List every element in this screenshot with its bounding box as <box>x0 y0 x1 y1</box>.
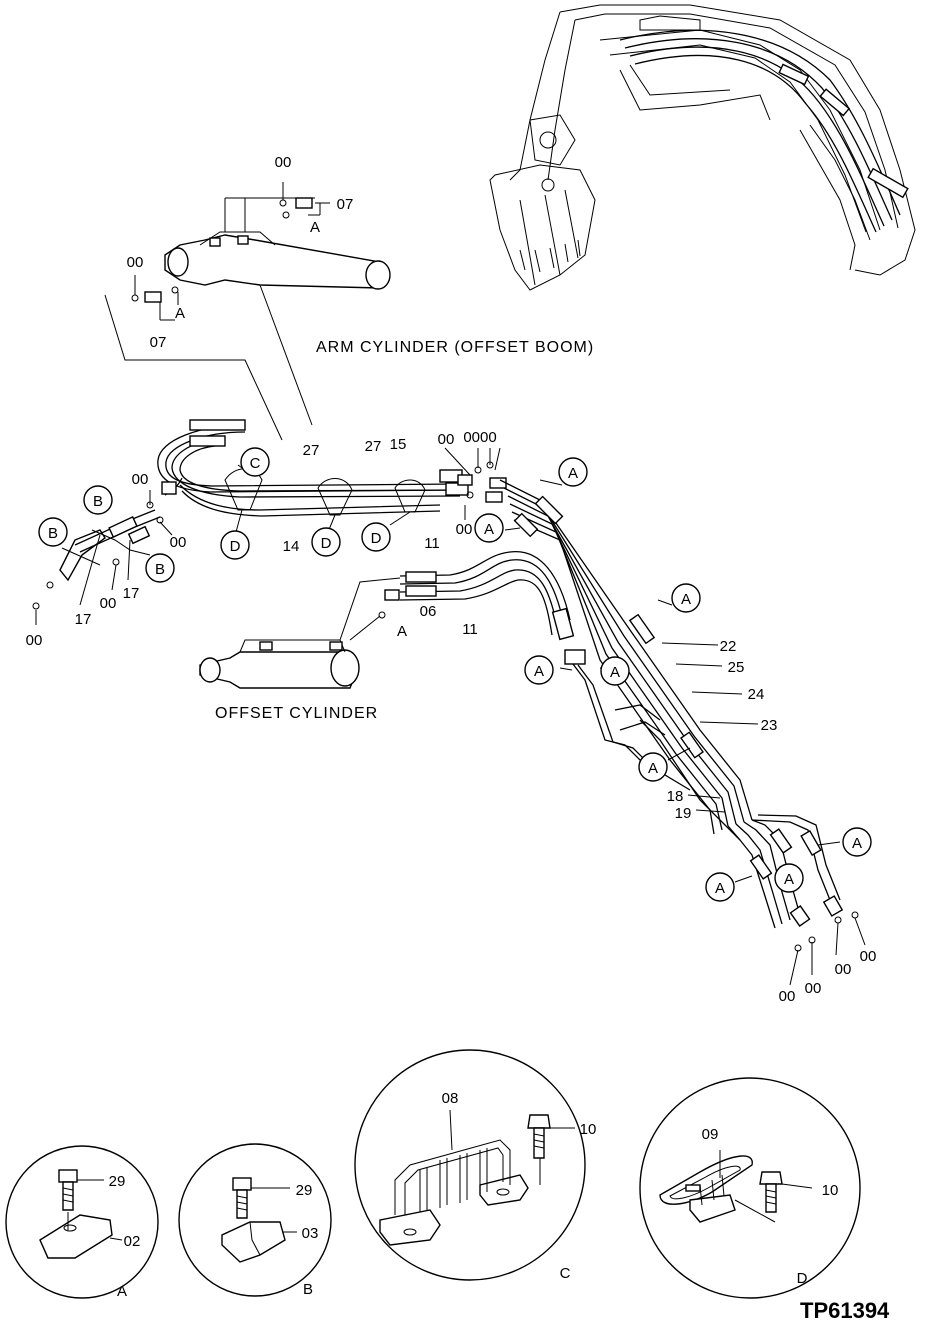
callout-a: A <box>484 521 494 538</box>
part-number: 00 <box>26 632 43 649</box>
excavator-overview-sketch <box>489 4 916 291</box>
callout-c: C <box>250 455 261 472</box>
part-number: 00 <box>860 948 877 965</box>
offset-cylinder-caption: OFFSET CYLINDER <box>215 705 378 722</box>
detail-label-b: B <box>303 1281 313 1298</box>
arm-hoses <box>157 419 461 517</box>
drawing-code: TP61394 <box>800 1298 890 1323</box>
part-number: 15 <box>390 436 407 453</box>
part-number: 17 <box>75 611 92 628</box>
arm-cylinder-caption: ARM CYLINDER (OFFSET BOOM) <box>316 339 594 356</box>
callout-d: D <box>230 538 241 555</box>
detail-view-a <box>5 1145 159 1299</box>
detail-view-letters: A B C D <box>117 1265 808 1300</box>
valve-fittings <box>439 447 507 520</box>
callout-circles <box>38 447 872 902</box>
part-number: 27 <box>365 438 382 455</box>
offset-cylinder-drawing <box>199 577 401 689</box>
part-number: 06 <box>420 603 437 620</box>
part-number: 14 <box>283 538 300 555</box>
part-number: 00 <box>127 254 144 271</box>
callout-a: A <box>648 760 658 777</box>
part-number: 02 <box>124 1233 141 1250</box>
callout-a: A <box>715 880 725 897</box>
part-number: 17 <box>123 585 140 602</box>
callout-a: A <box>534 663 544 680</box>
detail-view-c <box>354 1049 586 1281</box>
part-number: 27 <box>303 442 320 459</box>
callout-a: A <box>175 305 185 322</box>
callout-letters: A A A A A A A A A C D D D B B B A A A <box>48 219 862 897</box>
part-numbers: 00 07 00 07 27 27 15 00 0000 00 00 00 14… <box>26 154 877 1250</box>
part-number: 24 <box>748 686 765 703</box>
detail-view-b <box>178 1143 332 1297</box>
part-number: 29 <box>109 1173 126 1190</box>
part-number: 11 <box>462 621 478 638</box>
part-number: 00 <box>438 431 455 448</box>
callout-a: A <box>681 591 691 608</box>
part-number: 00 <box>835 961 852 978</box>
callout-b: B <box>155 561 165 578</box>
part-number: 10 <box>580 1121 597 1138</box>
part-number: 10 <box>822 1182 839 1199</box>
part-number: 18 <box>667 788 684 805</box>
part-number: 00 <box>805 980 822 997</box>
part-number: 29 <box>296 1182 313 1199</box>
callout-d: D <box>321 535 332 552</box>
detail-label-d: D <box>797 1270 808 1287</box>
callout-a: A <box>310 219 320 236</box>
detail-label-a: A <box>117 1283 127 1300</box>
leader-lines <box>504 479 841 883</box>
part-number: 11 <box>424 535 440 552</box>
callout-a: A <box>784 871 794 888</box>
part-number: 25 <box>728 659 745 676</box>
callout-b: B <box>48 525 58 542</box>
callout-d: D <box>371 530 382 547</box>
part-number: 07 <box>337 196 354 213</box>
part-number: 00 <box>170 534 187 551</box>
part-number: 07 <box>150 334 167 351</box>
left-pilot-lines <box>32 477 183 625</box>
part-number: 22 <box>720 638 737 655</box>
callout-a: A <box>852 835 862 852</box>
part-number: 19 <box>675 805 692 822</box>
arm-cylinder-drawing <box>104 182 391 441</box>
callout-a: A <box>397 623 407 640</box>
part-number: 00 <box>779 988 796 1005</box>
offset-hoses <box>399 551 575 641</box>
part-number: 23 <box>761 717 778 734</box>
callout-b: B <box>93 493 103 510</box>
part-number: 00 <box>275 154 292 171</box>
part-number: 00 <box>132 471 149 488</box>
boom-pipes <box>499 479 866 986</box>
callout-a: A <box>610 664 620 681</box>
part-number: 00 <box>456 521 473 538</box>
part-number: 0000 <box>463 429 496 446</box>
part-number: 03 <box>302 1225 319 1242</box>
callout-a: A <box>568 465 578 482</box>
part-number: 09 <box>702 1126 719 1143</box>
part-number: 08 <box>442 1090 459 1107</box>
detail-label-c: C <box>560 1265 571 1282</box>
part-number: 00 <box>100 595 117 612</box>
detail-view-d <box>639 1077 861 1299</box>
